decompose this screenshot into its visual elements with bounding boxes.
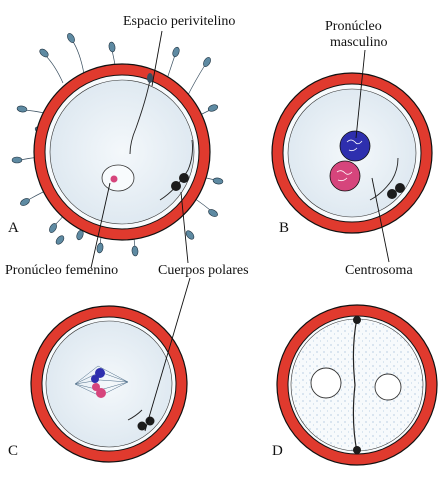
panel-c: C (8, 305, 188, 463)
panel-b: B (271, 72, 433, 236)
male-chromosomes (95, 368, 105, 378)
cleavage-furrow (352, 317, 358, 453)
polar-bodies-c (127, 409, 155, 431)
female-chromatin (110, 175, 118, 183)
nucleus-right (374, 373, 402, 401)
panel-letter-b: B (279, 220, 289, 236)
label-polar-bodies: Cuerpos polares (158, 263, 249, 278)
female-pronucleus-b (329, 160, 361, 192)
nucleus-left (310, 367, 342, 399)
polar-bodies-a (159, 139, 193, 201)
cytoplasm-c (45, 320, 173, 448)
penetrating-sperm-tail (129, 79, 151, 155)
label-male-pronucleus-2: masculino (330, 35, 388, 50)
label-male-pronucleus-1: Pronúcleo (325, 19, 382, 34)
panel-d: D (272, 304, 438, 466)
female-chromosomes (96, 388, 106, 398)
label-perivitelline-space: Espacio perivitelino (123, 14, 235, 29)
panel-letter-a: A (8, 220, 19, 236)
leader-lines (90, 30, 390, 432)
penetrating-sperm-head (147, 73, 153, 83)
label-female-pronucleus: Pronúcleo femenino (5, 263, 118, 278)
panel-letter-d: D (272, 443, 283, 459)
label-centrosome: Centrosoma (345, 263, 413, 278)
cytoplasm-a (49, 79, 195, 225)
polar-bodies-b (369, 157, 405, 201)
panel-a: A (8, 33, 224, 257)
female-pronucleus (101, 164, 135, 192)
male-pronucleus (339, 130, 371, 162)
panel-letter-c: C (8, 443, 18, 459)
